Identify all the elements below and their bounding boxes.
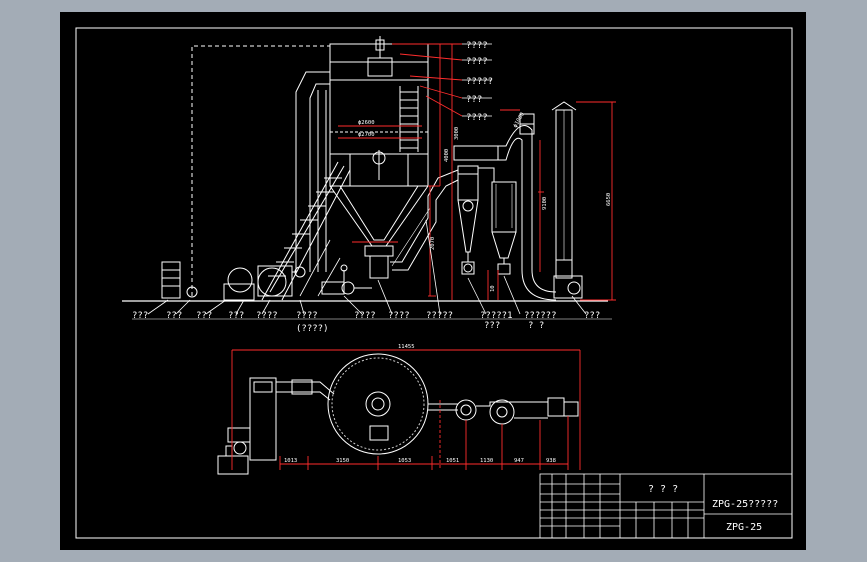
part-label-2: ??? — [166, 311, 182, 321]
cyclone-1 — [457, 165, 479, 275]
part-sublabel-3: ? ? — [528, 321, 544, 331]
elevation-view — [122, 36, 608, 302]
part-label-12: ??? — [584, 311, 600, 321]
part-sublabel-1: (????) — [296, 324, 329, 334]
callout-label-2: ???? — [466, 57, 488, 67]
plan-dim-3: 1053 — [398, 458, 411, 464]
cyclone-2 — [478, 167, 517, 275]
chimney — [551, 101, 583, 299]
dim-diameter-inner: ϕ2700 — [358, 132, 375, 138]
part-label-6: ???? — [296, 311, 318, 321]
dim-duct-diameter: ϕ1000 — [513, 112, 526, 129]
staircase — [261, 161, 351, 301]
drawing-sheet — [60, 12, 806, 550]
blower-heater — [223, 265, 306, 301]
dim-height-3: 2070 — [430, 237, 436, 250]
part-label-10: ?????1 — [480, 311, 513, 321]
air-filter — [161, 261, 198, 299]
dim-diameter-outer: ϕ2600 — [358, 120, 375, 126]
plan-dim-overall: 11455 — [398, 344, 415, 350]
drying-tower — [329, 36, 429, 279]
dim-chimney-height: 6650 — [606, 193, 612, 206]
part-label-1: ??? — [132, 311, 148, 321]
callout-leaders — [132, 43, 612, 320]
callout-label-3: ????? — [466, 77, 493, 87]
title-block-drawing-code: ZPG-25 — [726, 522, 762, 533]
hot-air-duct — [295, 71, 330, 272]
part-label-7: ???? — [354, 311, 376, 321]
callout-label-1: ???? — [466, 41, 488, 51]
dim-height-2: 4000 — [444, 149, 450, 162]
dim-small-2: 9100 — [542, 197, 548, 210]
feed-pump — [321, 264, 372, 295]
plan-dim-6: 947 — [514, 458, 524, 464]
dim-height-1: 3000 — [454, 127, 460, 140]
title-block — [539, 473, 793, 539]
title-block-drawing-name: ZPG-25????? — [712, 499, 778, 510]
plan-dimensions — [231, 349, 581, 470]
part-label-11: ?????? — [524, 311, 557, 321]
plan-dim-5: 1130 — [480, 458, 493, 464]
title-block-title: ? ? ? — [648, 484, 678, 495]
gooseneck-duct — [453, 113, 557, 301]
plan-dim-4: 1051 — [446, 458, 459, 464]
part-label-8: ???? — [388, 311, 410, 321]
plan-dim-2: 3150 — [336, 458, 349, 464]
callout-label-4: ??? — [466, 95, 482, 105]
part-label-3: ??? — [196, 311, 212, 321]
dim-small-1: 10 — [490, 285, 496, 292]
part-label-4: ??? — [228, 311, 244, 321]
part-sublabel-2: ??? — [484, 321, 500, 331]
exhaust-duct — [390, 169, 459, 271]
plan-dim-7: 938 — [546, 458, 556, 464]
part-label-5: ???? — [256, 311, 278, 321]
elevation-dimensions — [338, 43, 616, 301]
plan-dim-1: 1013 — [284, 458, 297, 464]
plan-view — [217, 353, 579, 475]
callout-label-5: ???? — [466, 113, 488, 123]
part-label-9: ????? — [426, 311, 453, 321]
inner-border — [75, 27, 793, 539]
